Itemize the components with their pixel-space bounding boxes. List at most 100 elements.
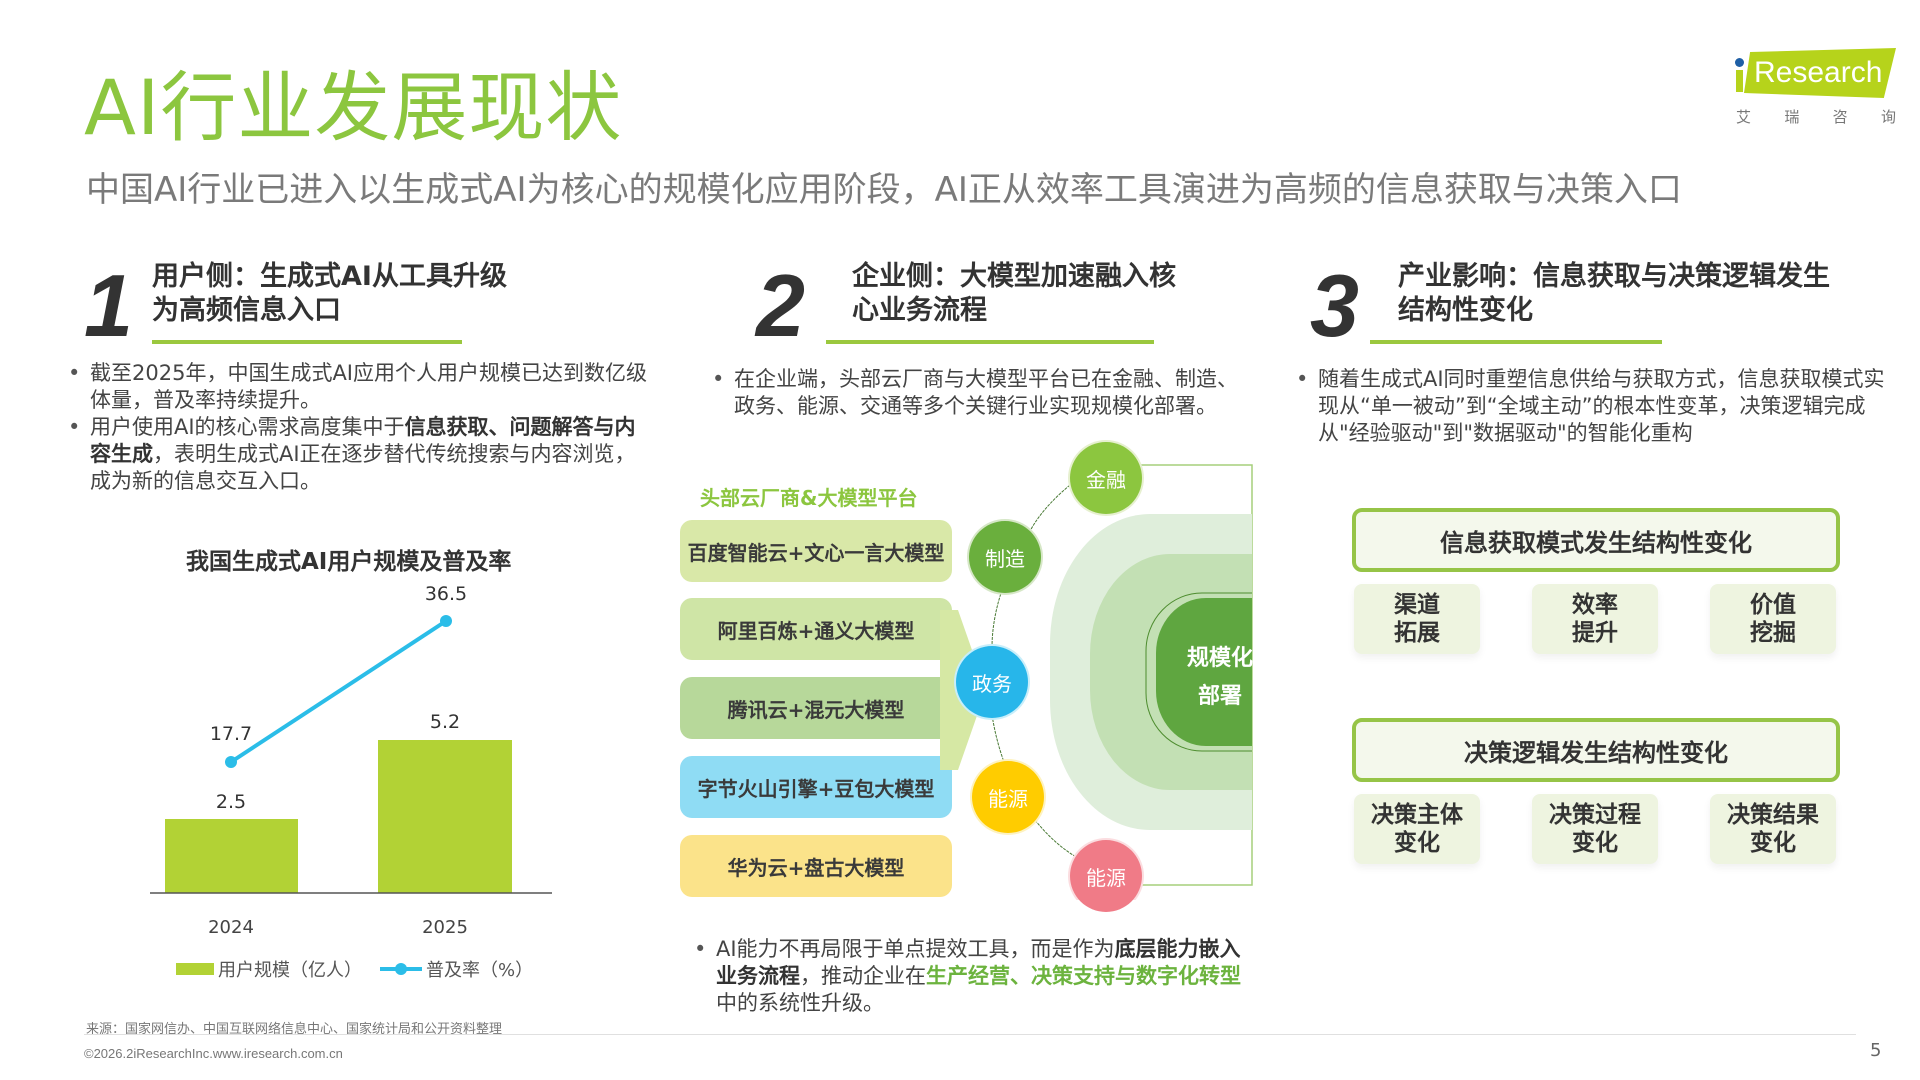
inner-arc-outline bbox=[1145, 592, 1252, 752]
panel-item-line: 效率 bbox=[1572, 592, 1618, 618]
platform-label: 华为云+盘古大模型 bbox=[727, 855, 905, 880]
bullet-bold-text: 底层能力嵌入业务流程 bbox=[716, 937, 1241, 988]
platform-bytedance: 字节火山引擎+豆包大模型 bbox=[680, 756, 952, 818]
section-number: 1 bbox=[84, 256, 133, 355]
panel-item-decision-result: 决策结果变化 bbox=[1710, 794, 1836, 864]
connector-path bbox=[991, 589, 1003, 649]
logo-banner-shape bbox=[1744, 48, 1896, 98]
panel-decision-logic-title: 决策逻辑发生结构性变化 bbox=[1352, 718, 1840, 782]
panel-item-line: 变化 bbox=[1572, 830, 1618, 856]
bullet-item: 截至2025年，中国生成式AI应用个人用户规模已达到数亿级体量，普及率持续提升。 bbox=[68, 360, 648, 414]
panel-item-label: 决策主体变化 bbox=[1371, 801, 1463, 857]
industry-node-energy: 能源 bbox=[972, 761, 1044, 833]
section-2-bullets: 在企业端，头部云厂商与大模型平台已在金融、制造、政务、能源、交通等多个关键行业实… bbox=[712, 366, 1242, 420]
logo-cn-char: 咨 bbox=[1832, 108, 1848, 126]
legend-line-label: 普及率（%） bbox=[426, 960, 534, 981]
bullet-text: 截至2025年，中国生成式AI应用个人用户规模已达到数亿级体量，普及率持续提升。 bbox=[90, 361, 648, 412]
section-title-line: 结构性变化 bbox=[1398, 295, 1533, 326]
line-label-2025: 36.5 bbox=[425, 583, 467, 605]
page-subtitle: 中国AI行业已进入以生成式AI为核心的规模化应用阶段，AI正从效率工具演进为高频… bbox=[86, 170, 1682, 210]
bullet-bold-text: 信息获取、问题解答与内容生成 bbox=[90, 415, 636, 466]
industry-label: 金融 bbox=[1086, 467, 1126, 492]
panel-item-line: 变化 bbox=[1750, 830, 1796, 856]
logo-brand-text: Research bbox=[1754, 56, 1883, 89]
panel-item-line: 决策主体 bbox=[1371, 802, 1463, 828]
bullet-item: 在企业端，头部云厂商与大模型平台已在金融、制造、政务、能源、交通等多个关键行业实… bbox=[712, 366, 1242, 420]
line-label-2024: 17.7 bbox=[210, 723, 252, 745]
panel-item-label: 渠道拓展 bbox=[1394, 591, 1440, 647]
bar-2025 bbox=[378, 740, 512, 893]
panel-item-channel: 渠道拓展 bbox=[1354, 584, 1480, 654]
section-2-bottom-bullet: AI能力不再局限于单点提效工具，而是作为底层能力嵌入业务流程，推动企业在生产经营… bbox=[694, 936, 1244, 1017]
section-title-line: 用户侧：生成式AI从工具升级 bbox=[152, 261, 507, 292]
panel-item-line: 变化 bbox=[1394, 830, 1440, 856]
section-title: 用户侧：生成式AI从工具升级 为高频信息入口 bbox=[152, 260, 632, 328]
bullet-text: AI能力不再局限于单点提效工具，而是作为 bbox=[716, 937, 1115, 961]
section-title-line: 心业务流程 bbox=[852, 295, 987, 326]
line-point-2024 bbox=[225, 756, 237, 768]
platform-baidu: 百度智能云+文心一言大模型 bbox=[680, 520, 952, 582]
panel-item-line: 挖掘 bbox=[1750, 620, 1796, 646]
logo-cn-char: 询 bbox=[1880, 108, 1896, 126]
source-note: 来源：国家网信办、中国互联网络信息中心、国家统计局和公开资料整理 bbox=[86, 1022, 503, 1037]
panel-item-efficiency: 效率提升 bbox=[1532, 584, 1658, 654]
legend-bar-swatch-icon bbox=[176, 963, 214, 975]
platform-label: 腾讯云+混元大模型 bbox=[727, 697, 905, 722]
logo-dot-icon bbox=[1735, 58, 1744, 67]
page-title: AI行业发展现状 bbox=[84, 63, 623, 152]
inner-core bbox=[1156, 598, 1252, 746]
platform-tencent: 腾讯云+混元大模型 bbox=[680, 677, 952, 739]
industry-node-manufacturing: 制造 bbox=[969, 521, 1041, 593]
copyright-text: ©2026.2iResearchInc.www.iresearch.com.cn bbox=[84, 1046, 343, 1061]
section-number: 3 bbox=[1310, 256, 1359, 355]
bullet-item: 随着生成式AI同时重塑信息供给与获取方式，信息获取模式实现从“单一被动”到“全域… bbox=[1296, 366, 1890, 447]
industry-label: 制造 bbox=[985, 546, 1025, 571]
section-title-line: 为高频信息入口 bbox=[152, 295, 341, 326]
section-title-line: 企业侧：大模型加速融入核 bbox=[852, 261, 1176, 292]
panel-item-label: 效率提升 bbox=[1572, 591, 1618, 647]
industry-label: 政务 bbox=[972, 671, 1012, 696]
connector-path bbox=[991, 714, 1005, 763]
section-title: 企业侧：大模型加速融入核 心业务流程 bbox=[852, 260, 1252, 328]
bullet-item: 用户使用AI的核心需求高度集中于信息获取、问题解答与内容生成，表明生成式AI正在… bbox=[68, 414, 648, 495]
bullet-text: ，推动企业在 bbox=[800, 964, 926, 988]
section-3-bullets: 随着生成式AI同时重塑信息供给与获取方式，信息获取模式实现从“单一被动”到“全域… bbox=[1296, 366, 1890, 447]
bar-2024 bbox=[165, 819, 298, 893]
panel-item-line: 拓展 bbox=[1394, 620, 1440, 646]
page-number: 5 bbox=[1870, 1040, 1882, 1061]
platform-group-label: 头部云厂商&大模型平台 bbox=[700, 486, 918, 510]
bullet-text: 在企业端，头部云厂商与大模型平台已在金融、制造、政务、能源、交通等多个关键行业实… bbox=[734, 367, 1238, 418]
section-title: 产业影响：信息获取与决策逻辑发生 结构性变化 bbox=[1398, 260, 1888, 328]
panel-item-line: 提升 bbox=[1572, 620, 1618, 646]
panel-title: 信息获取模式发生结构性变化 bbox=[1440, 528, 1752, 557]
platform-label: 百度智能云+文心一言大模型 bbox=[687, 540, 945, 565]
panel-item-line: 渠道 bbox=[1394, 592, 1440, 618]
bar-label-2025: 5.2 bbox=[430, 711, 460, 733]
penetration-line bbox=[229, 619, 448, 764]
line-point-2025 bbox=[440, 615, 452, 627]
section-1-bullets: 截至2025年，中国生成式AI应用个人用户规模已达到数亿级体量，普及率持续提升。… bbox=[68, 360, 648, 495]
bullet-text: 随着生成式AI同时重塑信息供给与获取方式，信息获取模式实现从“单一被动”到“全域… bbox=[1318, 367, 1885, 445]
bullet-text: 中的系统性升级。 bbox=[716, 991, 884, 1015]
panel-item-decision-process: 决策过程变化 bbox=[1532, 794, 1658, 864]
panel-item-label: 价值挖掘 bbox=[1750, 591, 1796, 647]
bar-label-2024: 2.5 bbox=[216, 791, 246, 813]
logo-cn-char: 瑞 bbox=[1784, 108, 1800, 126]
footer-divider bbox=[84, 1034, 1856, 1035]
logo-i-stem-icon bbox=[1736, 70, 1743, 92]
industry-node-energy-2: 能源 bbox=[1070, 840, 1142, 912]
section-underline bbox=[152, 340, 462, 344]
connector-path bbox=[1034, 819, 1079, 859]
chart-title: 我国生成式AI用户规模及普及率 bbox=[186, 549, 512, 575]
panel-item-label: 决策过程变化 bbox=[1549, 801, 1641, 857]
panel-item-value: 价值挖掘 bbox=[1710, 584, 1836, 654]
bullet-text: 用户使用AI的核心需求高度集中于 bbox=[90, 415, 405, 439]
industry-label: 能源 bbox=[988, 786, 1028, 811]
section-underline bbox=[1370, 340, 1662, 344]
combo-chart: 17.7 36.5 2.5 5.2 2024 2025 bbox=[150, 583, 552, 938]
iresearch-logo: Research 艾 瑞 咨 询 bbox=[1730, 46, 1898, 136]
section-number: 2 bbox=[756, 256, 805, 355]
panel-item-label: 决策结果变化 bbox=[1727, 801, 1819, 857]
core-label-line: 部署 bbox=[1197, 684, 1242, 709]
chart-legend: 用户规模（亿人） 普及率（%） bbox=[176, 956, 533, 982]
